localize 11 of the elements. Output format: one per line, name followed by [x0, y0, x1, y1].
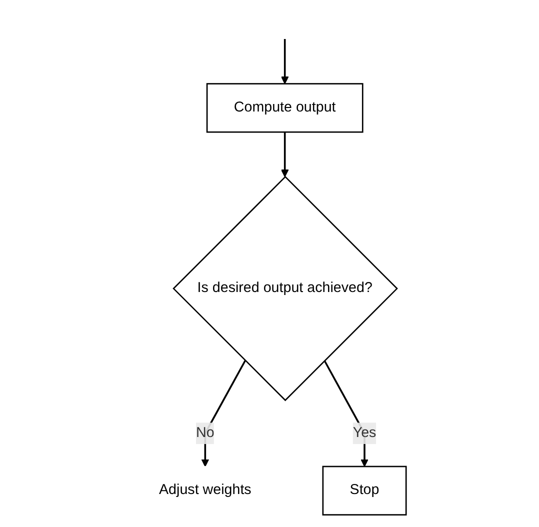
node-box [322, 466, 408, 516]
node-text: Adjust weights [159, 482, 252, 498]
arrow [281, 39, 290, 84]
edge-label: No [196, 425, 215, 441]
flowchart: No Yes Compute output Is desired output achieved? Adjust weights Stop [125, 5, 414, 522]
arrow [202, 360, 246, 467]
arrow [281, 132, 290, 178]
arrow [324, 360, 369, 467]
edge-label: Yes [353, 425, 377, 441]
node-box [206, 83, 364, 133]
node-diamond [173, 176, 398, 402]
